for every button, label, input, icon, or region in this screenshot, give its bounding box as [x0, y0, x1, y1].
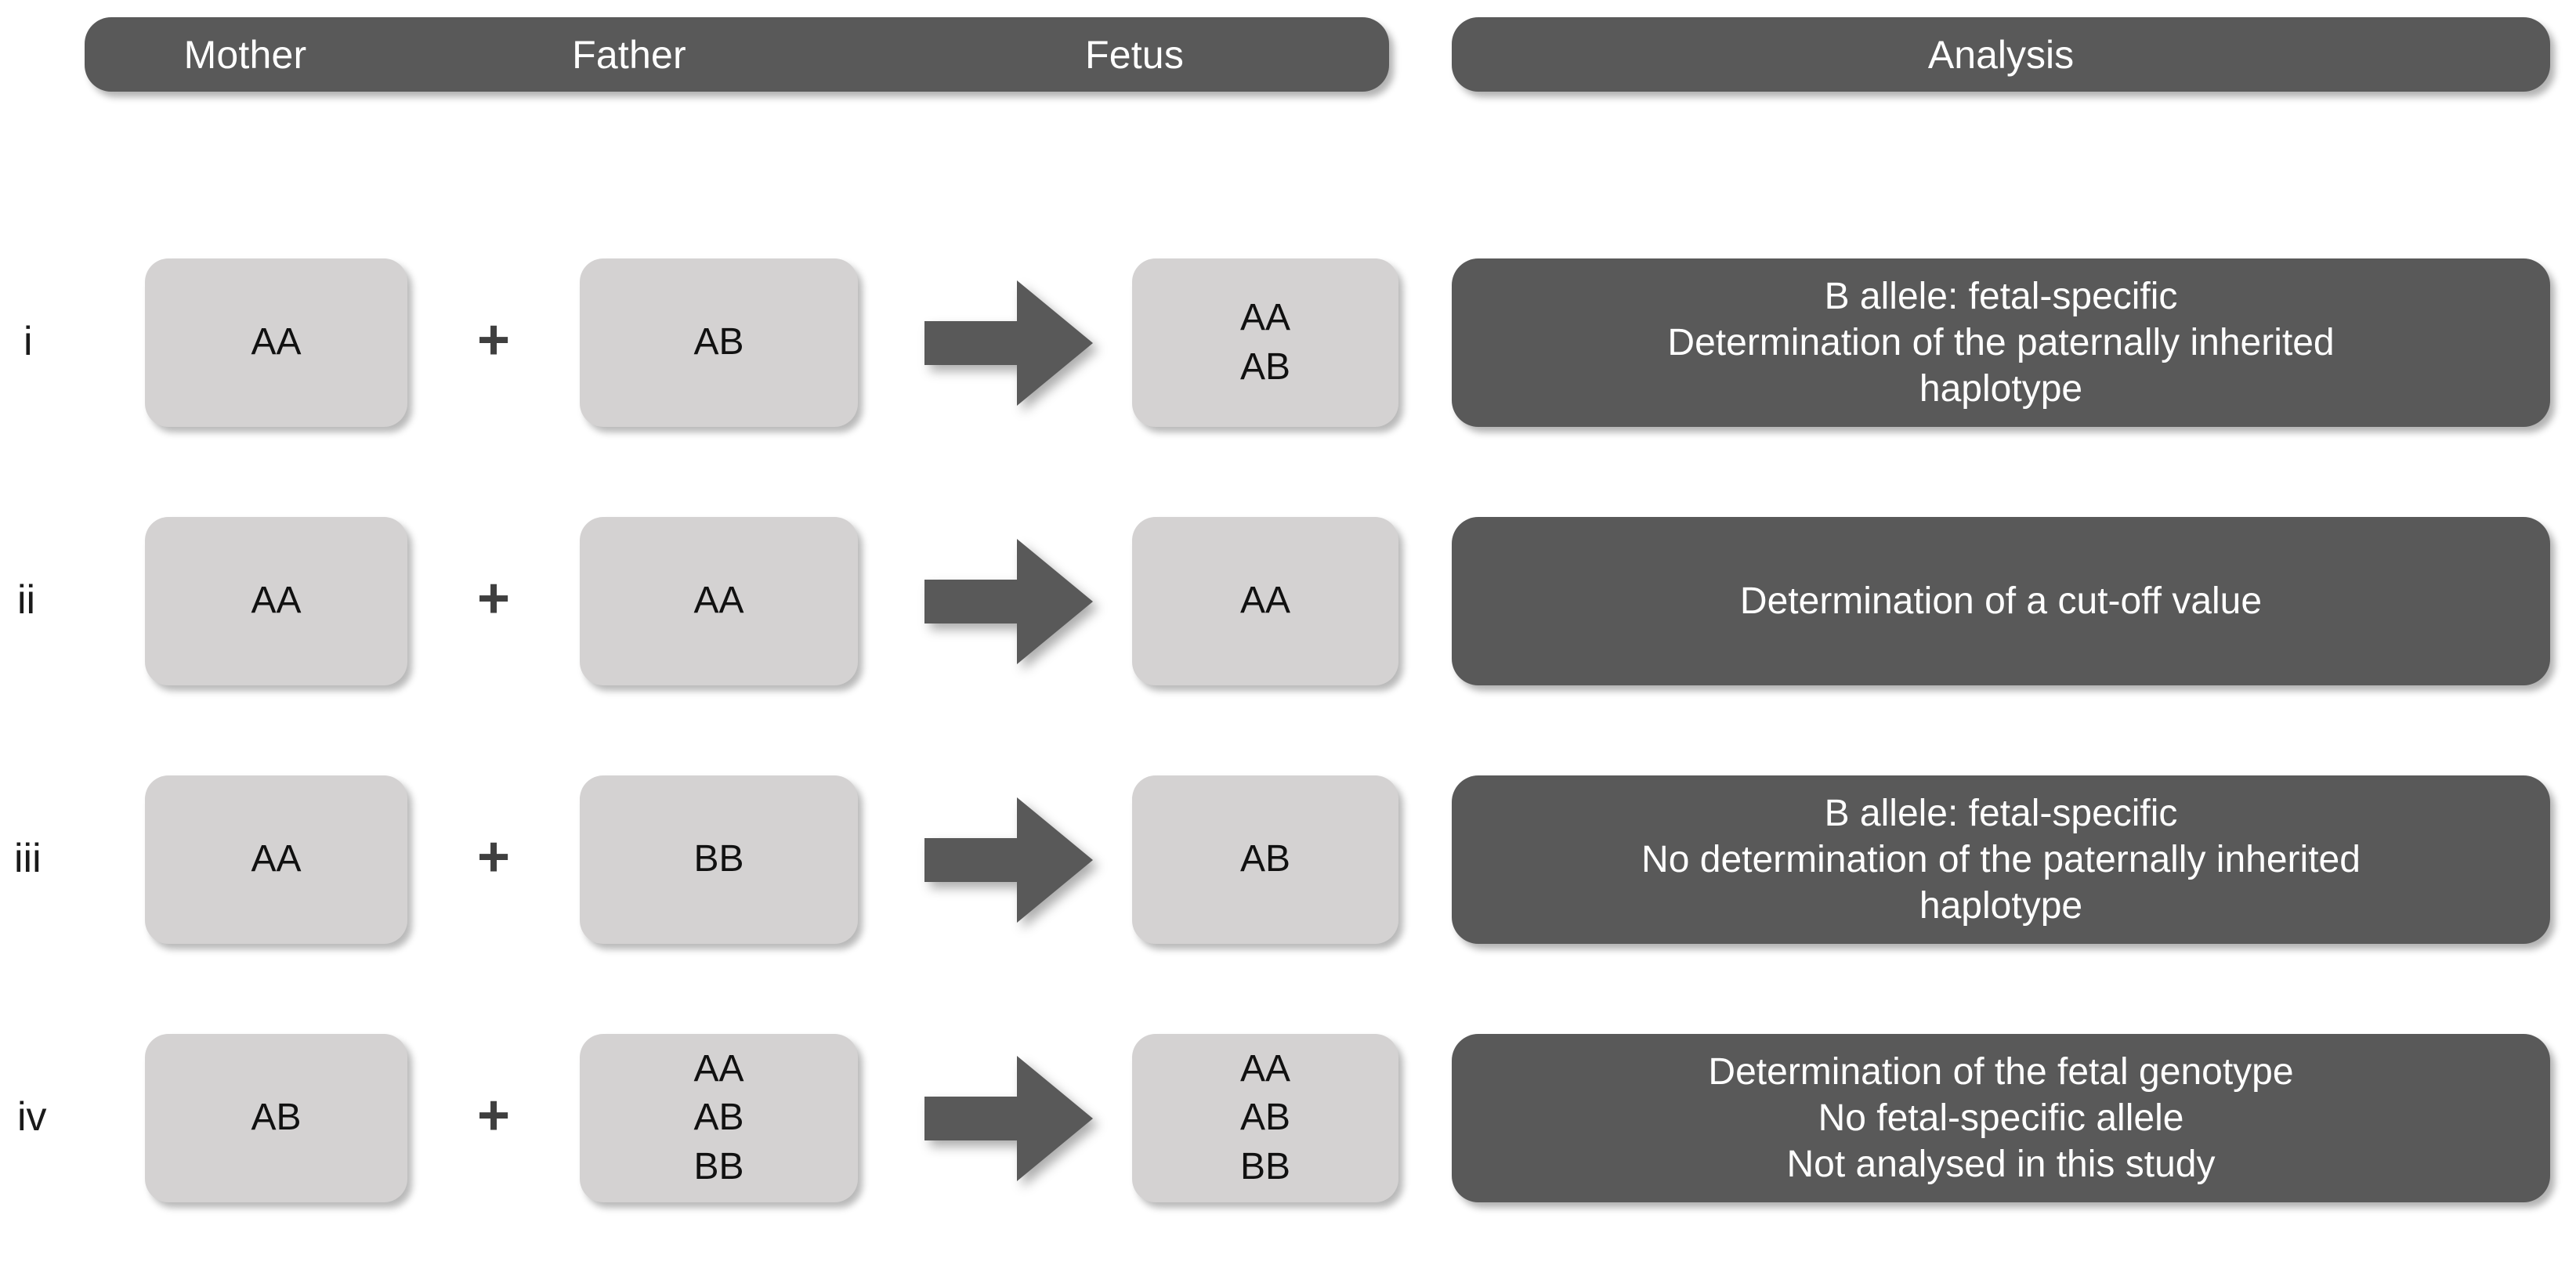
- analysis-text-line: Not analysed in this study: [1786, 1144, 2216, 1186]
- genotype-box-fetus: AA: [1132, 517, 1398, 685]
- allele-text: AB: [693, 1097, 744, 1139]
- analysis-text-line: No fetal-specific allele: [1818, 1097, 2184, 1139]
- genotype-box-mother: AB: [145, 1034, 407, 1202]
- genotype-box-fetus: AA AB: [1132, 258, 1398, 427]
- row-numeral-iv: iv: [17, 1093, 47, 1140]
- allele-text: AB: [1239, 345, 1291, 388]
- allele-text: AA: [251, 838, 302, 880]
- header-label-mother: Mother: [183, 32, 307, 77]
- allele-text: AB: [1239, 1097, 1291, 1139]
- allele-text: AB: [1239, 838, 1291, 880]
- analysis-text-line: Determination of the fetal genotype: [1708, 1050, 2294, 1093]
- allele-text: AA: [1239, 1047, 1291, 1090]
- right-arrow-icon: [924, 797, 1093, 923]
- analysis-text-line: haplotype: [1919, 885, 2083, 927]
- plus-sign-icon: +: [476, 825, 511, 888]
- allele-text: AA: [693, 1047, 744, 1090]
- right-arrow-icon: [924, 280, 1093, 406]
- analysis-text-line: Determination of the paternally inherite…: [1667, 321, 2335, 363]
- genotype-box-mother: AA: [145, 775, 407, 944]
- header-label-fetus: Fetus: [1084, 32, 1185, 77]
- allele-text: BB: [693, 1145, 744, 1187]
- row-numeral-iii: iii: [14, 835, 42, 881]
- right-arrow-icon: [924, 538, 1093, 664]
- header-label-father: Father: [572, 32, 686, 77]
- allele-text: BB: [1239, 1145, 1291, 1187]
- analysis-text-line: B allele: fetal-specific: [1824, 792, 2178, 834]
- allele-text: BB: [693, 838, 744, 880]
- genotype-box-mother: AA: [145, 517, 407, 685]
- allele-text: AB: [251, 1097, 302, 1139]
- analysis-text-line: No determination of the paternally inher…: [1641, 838, 2361, 880]
- plus-sign-icon: +: [476, 1083, 511, 1147]
- row-numeral-i: i: [24, 318, 33, 364]
- allele-text: AA: [1239, 580, 1291, 622]
- allele-text: AA: [251, 580, 302, 622]
- allele-text: AA: [693, 580, 744, 622]
- right-arrow-icon: [924, 1055, 1093, 1181]
- analysis-text-line: Determination of a cut-off value: [1739, 580, 2263, 622]
- header-bar-analysis: Analysis: [1452, 17, 2550, 92]
- analysis-text-line: B allele: fetal-specific: [1824, 275, 2178, 317]
- header-bar-parents-fetus: Mother Father Fetus: [85, 17, 1389, 92]
- allele-text: AA: [1239, 297, 1291, 339]
- genotype-box-fetus: AB: [1132, 775, 1398, 944]
- genotype-box-mother: AA: [145, 258, 407, 427]
- genotype-box-father: AA: [580, 517, 858, 685]
- plus-sign-icon: +: [476, 566, 511, 630]
- allele-text: AA: [251, 321, 302, 363]
- analysis-text-line: haplotype: [1919, 368, 2083, 410]
- allele-text: AB: [693, 321, 744, 363]
- row-numeral-ii: ii: [17, 576, 36, 623]
- plus-sign-icon: +: [476, 308, 511, 371]
- genotype-box-father: BB: [580, 775, 858, 944]
- genotype-box-father: AB: [580, 258, 858, 427]
- genotype-box-fetus: AA AB BB: [1132, 1034, 1398, 1202]
- analysis-panel: Determination of a cut-off value: [1452, 517, 2550, 685]
- genotype-box-father: AA AB BB: [580, 1034, 858, 1202]
